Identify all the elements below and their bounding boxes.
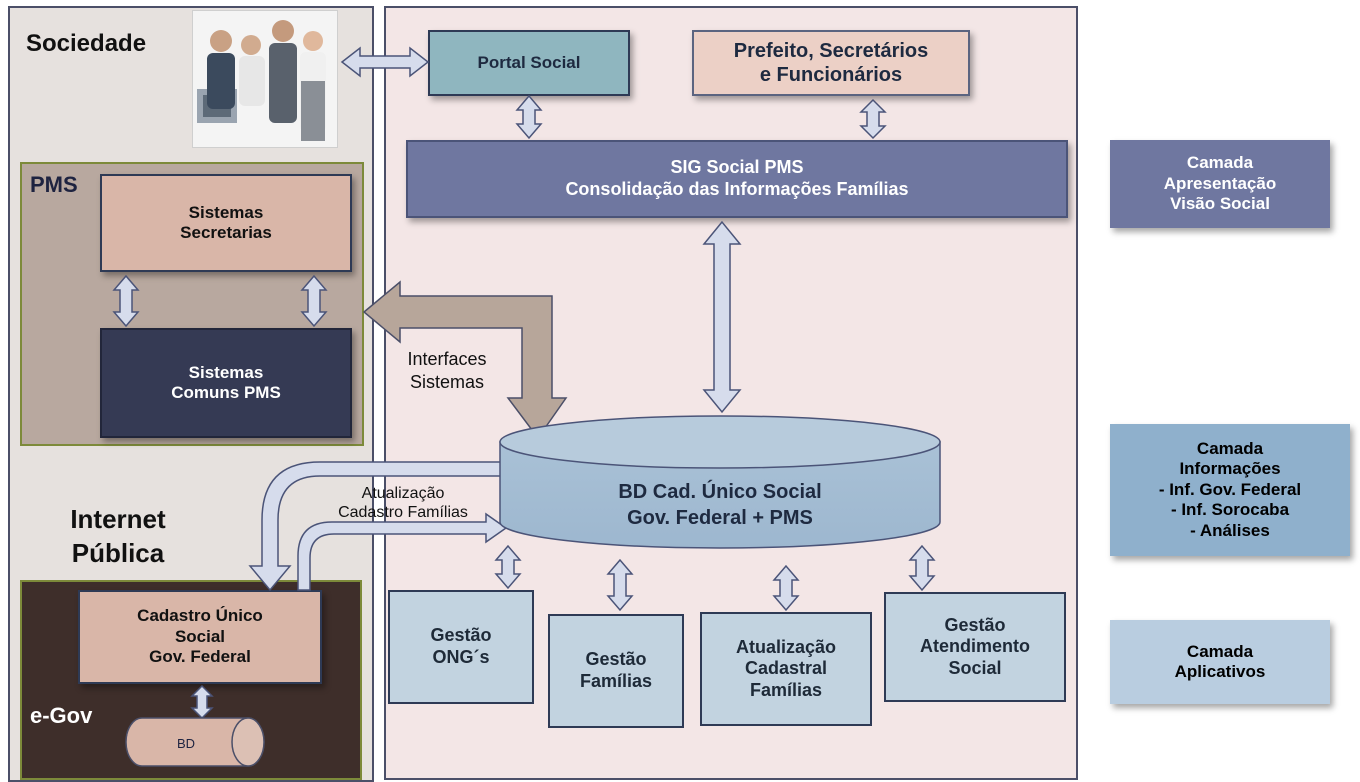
- curve-arrow-bd-to-cadastro: [248, 461, 503, 592]
- sistemas-comuns-box: Sistemas Comuns PMS: [100, 328, 352, 438]
- sistemas-secretarias-box: Sistemas Secretarias: [100, 174, 352, 272]
- interfaces-sistemas-label: Interfaces Sistemas: [407, 349, 487, 392]
- cadastro-unico-box: Cadastro Único Social Gov. Federal: [78, 590, 322, 684]
- bd-small-cylinder: [125, 717, 265, 767]
- atualizacao-cadastral-card: Atualização Cadastral Famílias: [700, 612, 872, 726]
- double-arrow-cadastro-bd: [190, 684, 214, 720]
- bd-small-label: BD: [177, 736, 195, 751]
- bd-cad-unico-cylinder: [499, 415, 941, 549]
- people-photo: [192, 10, 338, 148]
- bd-cad-line1: BD Cad. Único Social: [618, 479, 821, 503]
- prefeito-box: Prefeito, Secretários e Funcionários: [692, 30, 970, 96]
- gestao-familias-card: Gestão Famílias: [548, 614, 684, 728]
- double-arrow-sig-bd: [702, 220, 742, 414]
- double-arrow-bd-atendimento: [908, 544, 936, 592]
- double-arrow-bd-familias: [606, 558, 634, 612]
- bd-cad-line2: Gov. Federal + PMS: [627, 507, 813, 529]
- gestao-ongs-card: Gestão ONG´s: [388, 590, 534, 704]
- double-arrow-secretarias-comuns-2: [300, 274, 328, 328]
- camada-apresentacao: Camada Apresentação Visão Social: [1110, 140, 1330, 228]
- curve-arrow-cadastro-to-bd: [297, 512, 508, 591]
- double-arrow-bd-ongs: [494, 544, 522, 590]
- internet-publica-label: Internet Pública: [70, 504, 166, 568]
- double-arrow-prefeito-sig: [859, 98, 887, 140]
- sig-social-box: SIG Social PMS Consolidação das Informaç…: [406, 140, 1068, 218]
- camada-aplicativos: Camada Aplicativos: [1110, 620, 1330, 704]
- gestao-atendimento-card: Gestão Atendimento Social: [884, 592, 1066, 702]
- double-arrow-secretarias-comuns-1: [112, 274, 140, 328]
- pms-label: PMS: [30, 172, 78, 197]
- sociedade-label: Sociedade: [26, 30, 147, 57]
- portal-social-box: Portal Social: [428, 30, 630, 96]
- atualizacao-cadastro-label: Atualização Cadastro Famílias: [338, 485, 468, 522]
- double-arrow-bd-atualizacao: [772, 564, 800, 612]
- double-arrow-portal-sig: [515, 94, 543, 140]
- double-arrow-portal: [340, 46, 430, 78]
- egov-label: e-Gov: [30, 703, 93, 728]
- camada-informacoes: Camada Informações - Inf. Gov. Federal -…: [1110, 424, 1350, 556]
